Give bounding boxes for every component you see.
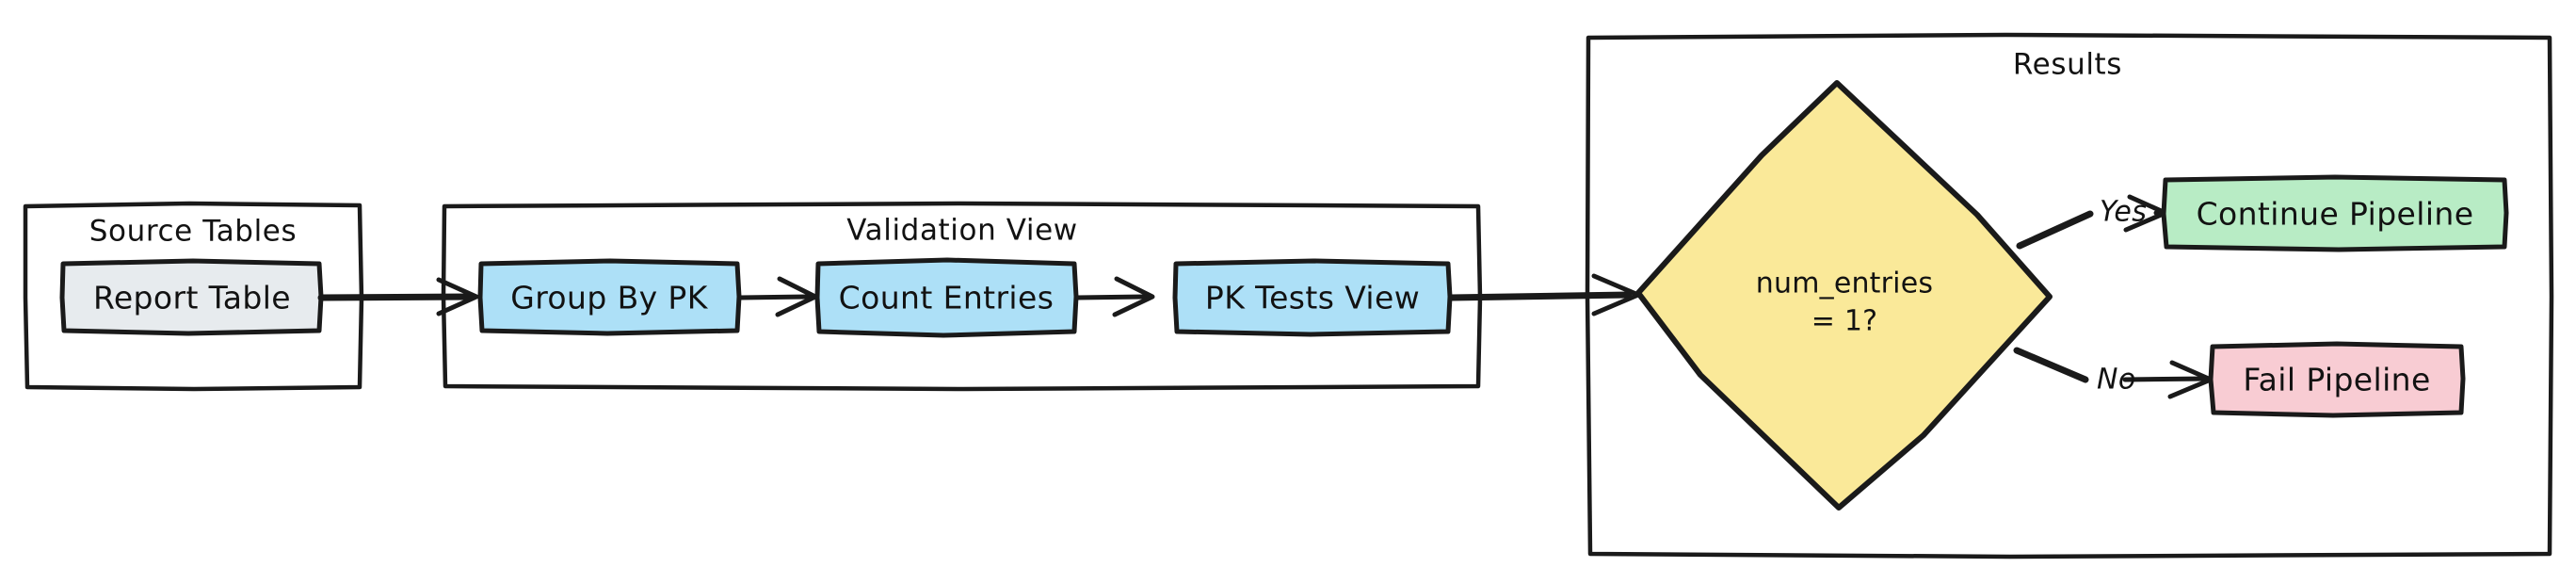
group-validation-view[interactable]: Validation View Group By PK Count Entrie… bbox=[441, 201, 1483, 392]
decision-label-line1: num_entries bbox=[1756, 268, 1933, 300]
decision-diamond-shape bbox=[1635, 80, 2053, 511]
results-title: Results bbox=[2013, 48, 2122, 82]
edge-6-label-no: No bbox=[2097, 364, 2136, 397]
group-source-tables[interactable]: Source Tables Report Table bbox=[23, 201, 364, 392]
report-table-label: Report Table bbox=[93, 280, 291, 316]
group-by-pk-label: Group By PK bbox=[510, 280, 709, 316]
edge-1-line bbox=[317, 293, 475, 301]
report-table-box bbox=[59, 258, 324, 336]
source-tables-title: Source Tables bbox=[89, 215, 297, 249]
edge-3-line bbox=[1074, 294, 1148, 300]
edge-report-table-to-group-by-pk bbox=[317, 277, 479, 316]
node-group-by-pk[interactable]: Group By PK bbox=[477, 258, 742, 336]
group-by-pk-box bbox=[477, 258, 742, 336]
node-num-entries-decision[interactable]: num_entries = 1? bbox=[1635, 80, 2053, 511]
edge-count-entries-to-pk-tests-view bbox=[1074, 276, 1155, 317]
edge-group-by-pk-to-count-entries bbox=[737, 276, 818, 317]
node-report-table[interactable]: Report Table bbox=[59, 258, 324, 336]
group-results[interactable]: Results num_entries = 1? Yes Continue Pi… bbox=[1585, 32, 2554, 560]
edge-2-line bbox=[737, 294, 811, 300]
edge-5-line bbox=[2016, 210, 2094, 250]
node-continue-pipeline[interactable]: Continue Pipeline bbox=[2161, 174, 2509, 252]
source-tables-border bbox=[23, 201, 364, 392]
decision-label-line2: = 1? bbox=[1811, 305, 1877, 338]
pk-tests-view-label: PK Tests View bbox=[1205, 280, 1420, 316]
continue-pipeline-box bbox=[2161, 174, 2509, 252]
count-entries-box bbox=[814, 257, 1079, 338]
edge-decision-to-continue-pipeline: Yes bbox=[2016, 194, 2172, 250]
edge-decision-to-fail-pipeline: No bbox=[2013, 347, 2214, 399]
pk-tests-view-box bbox=[1172, 258, 1453, 337]
edge-3-arrowhead bbox=[1112, 276, 1155, 317]
results-border bbox=[1585, 32, 2554, 560]
validation-view-title: Validation View bbox=[846, 214, 1078, 248]
fail-pipeline-label: Fail Pipeline bbox=[2243, 362, 2430, 398]
edge-6-line bbox=[2013, 347, 2089, 383]
edge-6-line-b bbox=[2122, 376, 2211, 382]
count-entries-label: Count Entries bbox=[839, 280, 1055, 316]
fail-pipeline-box bbox=[2208, 341, 2466, 418]
node-count-entries[interactable]: Count Entries bbox=[814, 257, 1079, 338]
edge-1-arrowhead bbox=[436, 277, 479, 316]
validation-view-border bbox=[441, 201, 1483, 392]
node-fail-pipeline[interactable]: Fail Pipeline bbox=[2208, 341, 2466, 418]
node-pk-tests-view[interactable]: PK Tests View bbox=[1172, 258, 1453, 337]
edge-4-line bbox=[1447, 291, 1633, 301]
continue-pipeline-label: Continue Pipeline bbox=[2197, 196, 2474, 233]
